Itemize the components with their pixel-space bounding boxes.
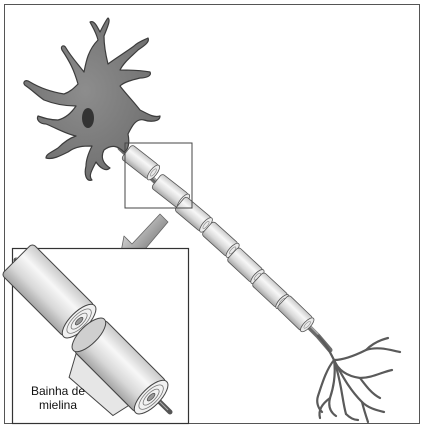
myelin-sheath-label-line1: Bainha de (19, 385, 97, 397)
myelin-sheath-label-line2: mielina (19, 399, 97, 411)
nucleus (82, 108, 94, 128)
